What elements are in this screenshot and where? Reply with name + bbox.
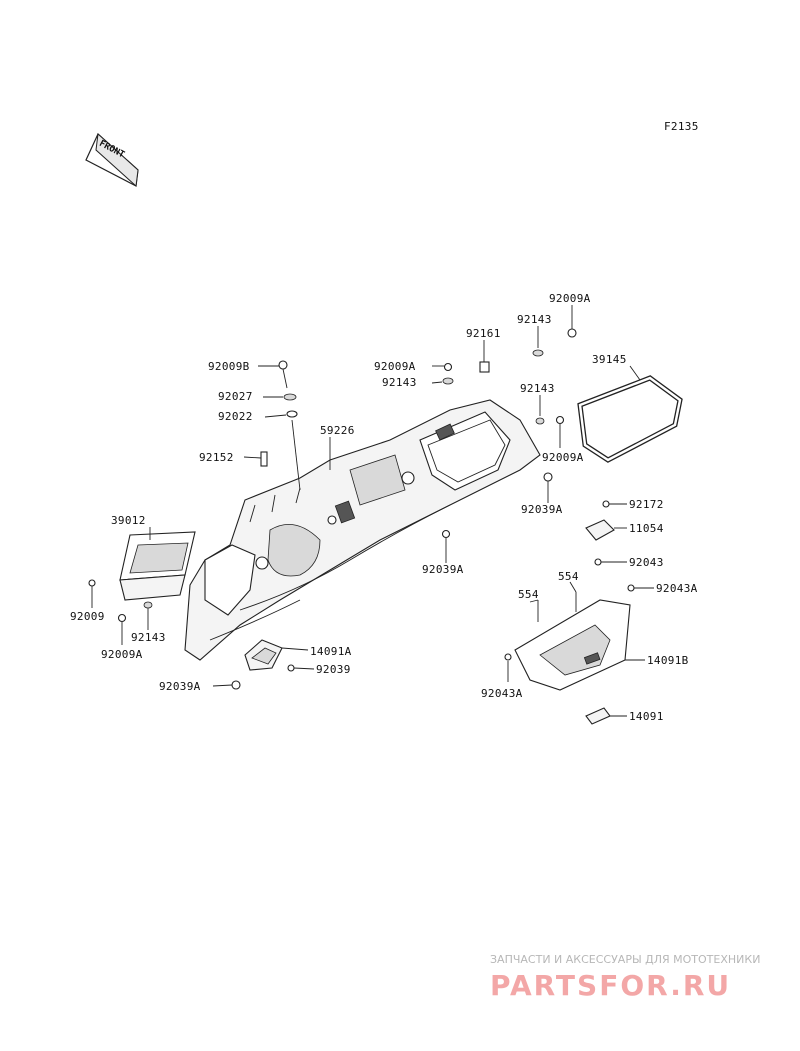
watermark-tagline: ЗАПЧАСТИ И АКСЕССУАРЫ ДЛЯ МОТОТЕХНИКИ [490,953,760,966]
label-92009A-top: 92009A [549,292,591,305]
seal-39145 [577,375,683,463]
watermark-brand: PARTSFOR.RU [490,969,731,1002]
label-92143-top: 92143 [517,313,552,326]
part-labels: 92009A 92143 92161 39145 92009B 92009A 9… [70,292,698,723]
label-92043: 92043 [629,556,664,569]
glove-box-39012 [119,531,196,601]
label-14091: 14091 [629,710,664,723]
latch-14091 [585,707,611,725]
label-11054: 11054 [629,522,664,535]
label-92027: 92027 [218,390,253,403]
label-92143-mid: 92143 [382,376,417,389]
lid-14091B [514,599,631,691]
label-92009B: 92009B [208,360,250,373]
label-14091B: 14091B [647,654,689,667]
leader-lines [91,305,654,717]
label-92009A-mid: 92009A [374,360,416,373]
front-arrow-icon: FRONT [85,132,139,188]
label-92043A-right: 92043A [656,582,698,595]
label-92152: 92152 [199,451,234,464]
diagram-code: F2135 [664,120,699,133]
label-92039A-center: 92039A [422,563,464,576]
label-14091A: 14091A [310,645,352,658]
label-59226: 59226 [320,424,355,437]
fasteners [88,328,635,690]
label-92039A-right: 92039A [521,503,563,516]
label-92143-left: 92143 [131,631,166,644]
label-554-b: 554 [518,588,539,601]
label-92143-right: 92143 [520,382,555,395]
label-554-a: 554 [558,570,579,583]
label-92043A-left: 92043A [481,687,523,700]
label-92172: 92172 [629,498,664,511]
label-92161: 92161 [466,327,501,340]
bracket-11054 [585,519,615,541]
label-92009A-right: 92009A [542,451,584,464]
label-92009A-left: 92009A [101,648,143,661]
label-92039: 92039 [316,663,351,676]
label-92039A-left: 92039A [159,680,201,693]
label-39012: 39012 [111,514,146,527]
label-39145: 39145 [592,353,627,366]
label-92009: 92009 [70,610,105,623]
label-92022: 92022 [218,410,253,423]
dash-panel-59226 [184,399,541,661]
cover-14091A [244,639,283,671]
watermark: ЗАПЧАСТИ И АКСЕССУАРЫ ДЛЯ МОТОТЕХНИКИ PA… [490,953,760,1002]
